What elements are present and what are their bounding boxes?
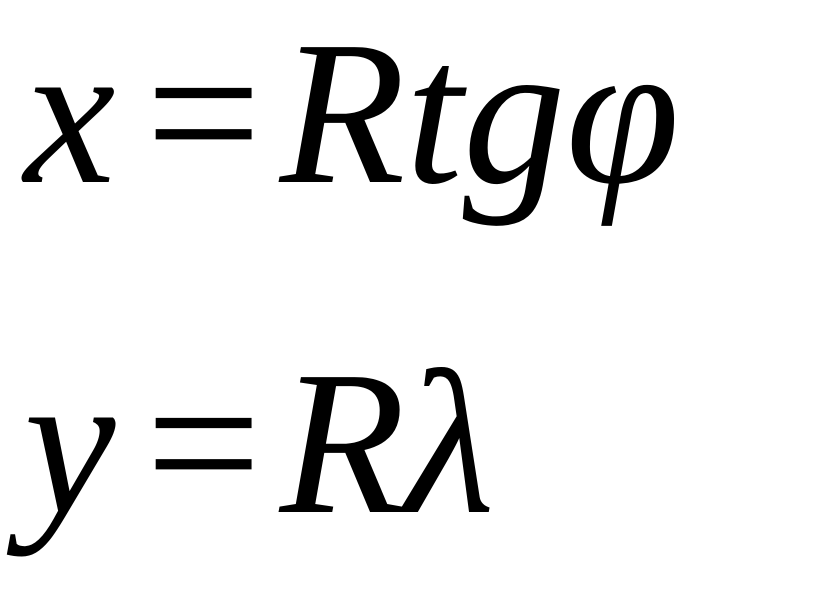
equation-x-rhs: Rtgφ bbox=[279, 0, 680, 227]
equation-x-lhs: x bbox=[24, 0, 116, 227]
equation-x: x = Rtgφ bbox=[24, 10, 680, 216]
equation-y-equals-sign: = bbox=[145, 328, 262, 557]
equation-y-rhs: Rλ bbox=[279, 328, 495, 557]
equation-y: y = Rλ bbox=[24, 340, 495, 546]
equation-y-lhs: y bbox=[24, 328, 116, 557]
equation-x-equals-sign: = bbox=[145, 0, 262, 227]
